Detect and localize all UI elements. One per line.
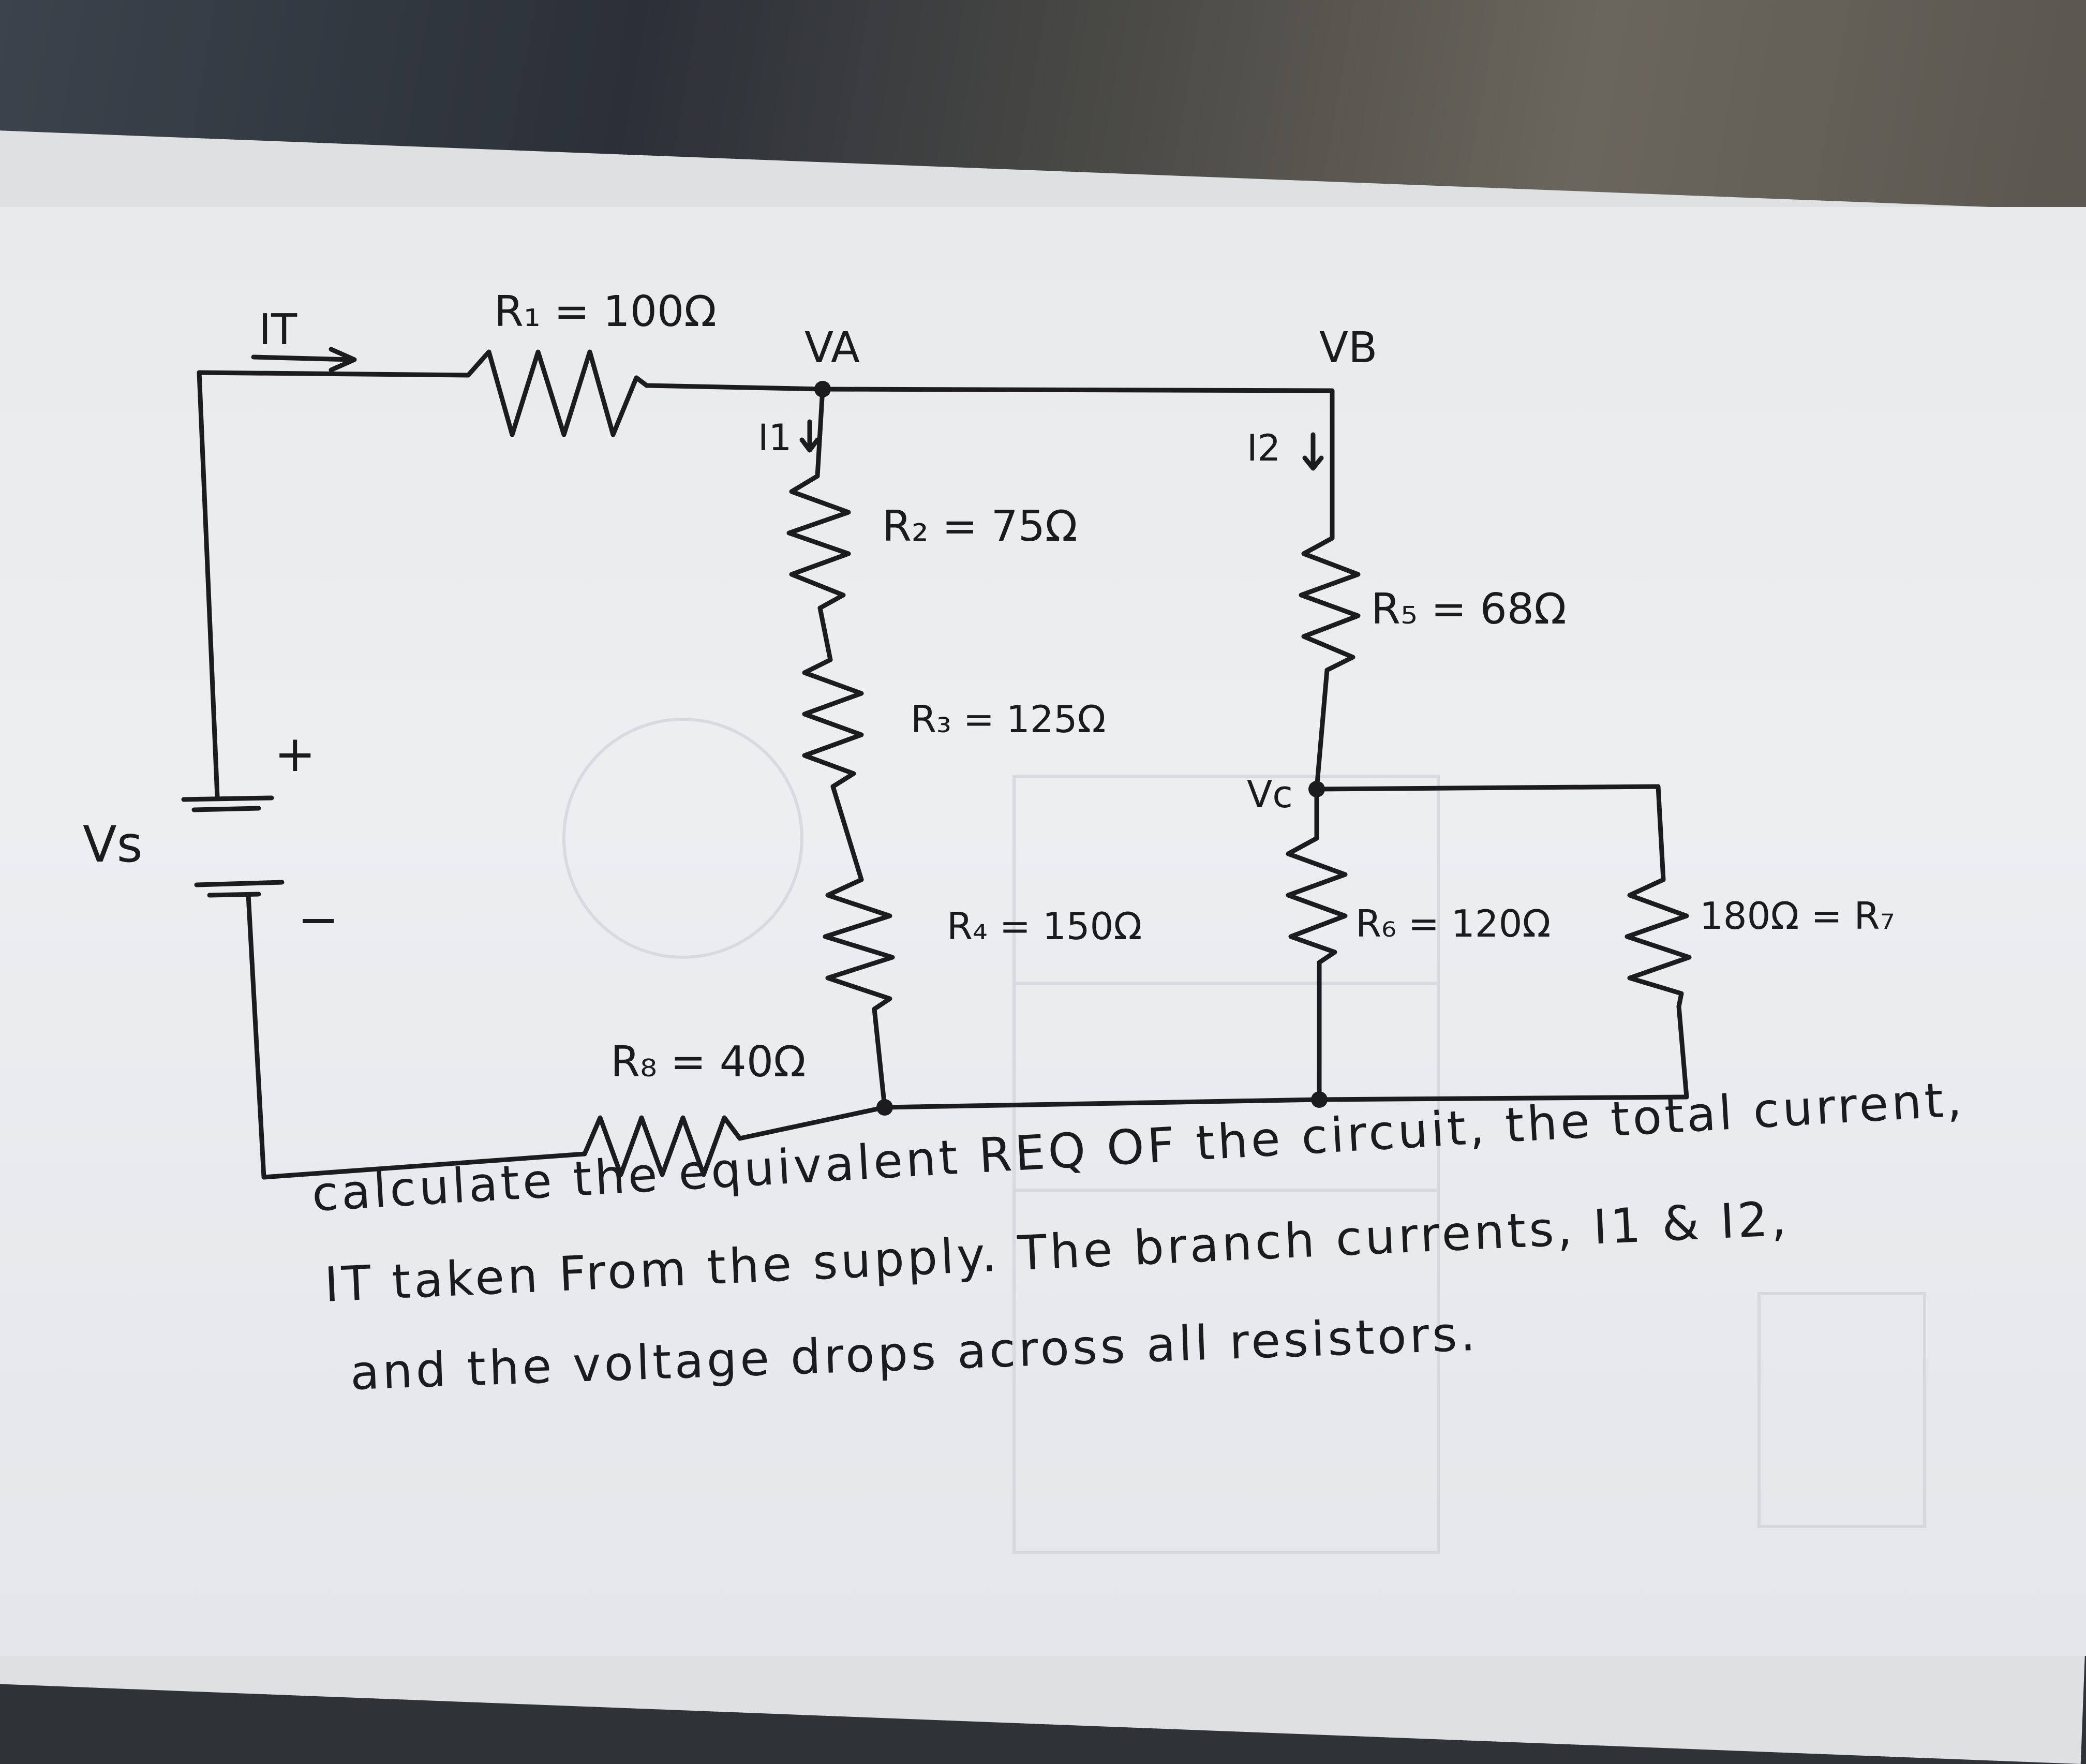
label-total-current: IT: [259, 305, 297, 354]
label-r7: 180Ω = R₇: [1700, 894, 1895, 938]
label-minus: −: [297, 891, 339, 948]
arrow-i1: [799, 419, 820, 453]
label-node-b: VB: [1319, 323, 1377, 373]
label-i1: I1: [758, 417, 792, 459]
label-i2: I2: [1247, 427, 1280, 469]
wire-top: [644, 383, 1335, 541]
wire-top-left: [197, 370, 471, 378]
label-node-a: VA: [804, 323, 860, 373]
battery-plate-long-2: [194, 880, 285, 887]
node-dot-bottom-1: [876, 1099, 893, 1116]
battery-plate-long: [181, 795, 274, 802]
label-r4: R₄ = 150Ω: [947, 905, 1142, 948]
resistor-r1: [466, 349, 649, 437]
wire-left: [197, 370, 220, 799]
label-r5: R₅ = 68Ω: [1371, 585, 1567, 634]
node-dot-a: [814, 381, 831, 397]
arrow-it: [251, 347, 357, 373]
label-r1: R₁ = 100Ω: [494, 287, 717, 336]
arrow-i2: [1302, 432, 1324, 471]
wire-bottom: [737, 1094, 1689, 1141]
wire-r3-r4: [830, 784, 864, 882]
resistor-r7: [1625, 877, 1692, 1009]
show-through-print: [562, 718, 1926, 1554]
circuit-diagram: IT R₁ = 100Ω VA VB I1 I2 R₂ = 75Ω R₅ = 6…: [83, 287, 1895, 1180]
label-r6: R₆ = 120Ω: [1355, 902, 1551, 945]
battery-plate-short: [191, 806, 261, 812]
paper-sheet: [0, 207, 2086, 1656]
label-r2: R₂ = 75Ω: [882, 502, 1078, 551]
battery-plate-short-2: [207, 892, 261, 898]
resistor-r5: [1299, 536, 1361, 673]
resistor-r6: [1286, 836, 1348, 965]
label-r8: R₈ = 40Ω: [610, 1037, 806, 1087]
wire-r7-top: [1314, 784, 1666, 882]
label-node-c: Vc: [1247, 773, 1293, 816]
resistor-r3: [802, 657, 864, 789]
wire-left-lower: [246, 893, 266, 1180]
wire-branch1-top: [815, 387, 825, 479]
node-dot-bottom-2: [1311, 1091, 1328, 1108]
wire-bottom-left: [261, 1151, 587, 1180]
resistor-r8: [582, 1115, 742, 1177]
resistor-r4: [823, 877, 895, 1012]
node-dot-c: [1308, 781, 1325, 797]
wire-r7-bottom: [1676, 1004, 1689, 1100]
wire-r2-r3: [817, 605, 833, 662]
label-plus: +: [274, 725, 316, 783]
wire-branch1-bottom: [872, 1006, 887, 1110]
wire-r5-vc: [1314, 668, 1330, 792]
resistor-r2: [786, 473, 851, 611]
label-supply: Vs: [83, 816, 143, 873]
label-r3: R₃ = 125Ω: [911, 698, 1106, 741]
